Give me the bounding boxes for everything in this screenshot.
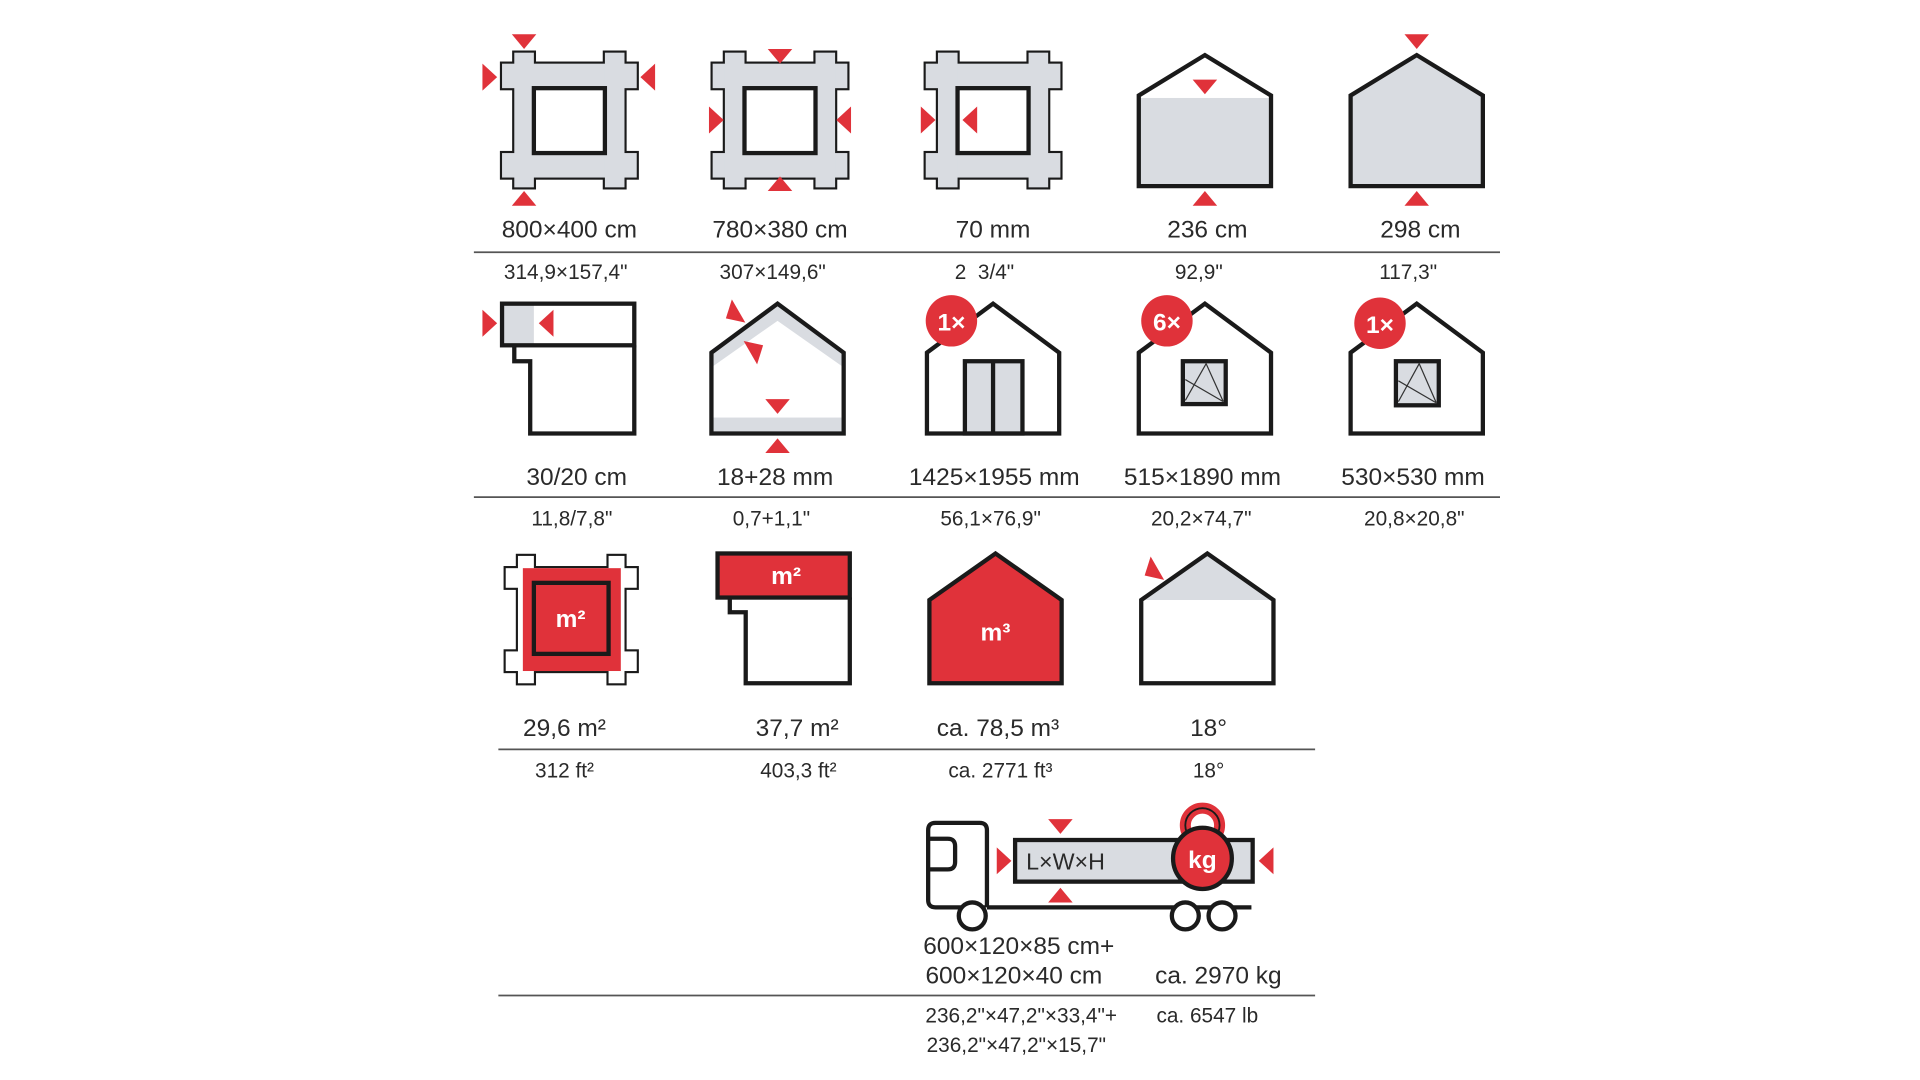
row3-metric: 37,7 m² [756, 715, 839, 742]
weight-unit: kg [1188, 847, 1217, 874]
row2-metric: 515×1890 mm [1124, 464, 1281, 491]
row2-metric: 18+28 mm [717, 464, 833, 491]
row2-metric: 1425×1955 mm [909, 464, 1080, 491]
quantity-badge-text: 6× [1153, 310, 1181, 337]
row2-imperial: 20,2×74,7" [1151, 507, 1251, 530]
package-dims-metric: 600×120×40 cm [925, 962, 1102, 989]
row2-metric: 530×530 mm [1341, 464, 1485, 491]
roof-floor-thickness-icon [709, 299, 846, 454]
wall-height-icon [1136, 52, 1274, 206]
volume-unit: m³ [981, 619, 1011, 646]
row3-imperial: 18° [1193, 760, 1224, 783]
wall-thickness-icon [920, 53, 1061, 188]
row3-imperial: 403,3 ft² [760, 760, 836, 783]
ridge-height-icon [1348, 34, 1485, 206]
quantity-badge [1141, 295, 1193, 347]
row2-imperial: 0,7+1,1" [733, 507, 810, 530]
row2-metric: 30/20 cm [526, 464, 627, 491]
package-dims-metric: 600×120×85 cm+ [923, 933, 1114, 960]
small-window-icon: 1× [1348, 297, 1485, 436]
package-dims-imperial: 236,2"×47,2"×33,4"+ [925, 1004, 1117, 1027]
frame-inner-dimensions-icon [708, 48, 852, 192]
row1-imperial: 117,3" [1379, 261, 1437, 284]
row2-imperial: 56,1×76,9" [940, 507, 1040, 530]
row3-metric: 29,6 m² [523, 715, 606, 742]
quantity-badge [1354, 297, 1406, 349]
area-unit: m² [556, 606, 586, 633]
row3-imperial: 312 ft² [535, 760, 594, 783]
row1-imperial: 92,9" [1175, 261, 1223, 284]
package-label: L×W×H [1026, 848, 1105, 874]
weight-imperial: ca. 6547 lb [1156, 1004, 1258, 1027]
roof-pitch-icon [1137, 550, 1276, 686]
frame-outer-dimensions-icon [482, 34, 656, 206]
row1-imperial: 314,9×157,4" [504, 261, 628, 284]
weight-icon: kg [1170, 802, 1234, 892]
roof-overhang-icon [482, 301, 637, 436]
row1-metric: 236 cm [1167, 217, 1247, 244]
quantity-badge-text: 1× [937, 310, 965, 337]
weight-metric: ca. 2970 kg [1155, 962, 1282, 989]
volume-icon: m³ [927, 550, 1064, 686]
row3-imperial: ca. 2771 ft³ [948, 760, 1052, 783]
row1-metric: 298 cm [1380, 217, 1460, 244]
quantity-badge-text: 1× [1366, 312, 1394, 339]
area-unit: m² [771, 563, 801, 590]
door-icon: 1× [924, 295, 1062, 436]
row2-imperial: 11,8/7,8" [531, 507, 612, 530]
row1-imperial: 2 3/4" [955, 261, 1014, 284]
row1-imperial: 307×149,6" [720, 261, 826, 284]
package-dims-imperial: 236,2"×47,2"×15,7" [927, 1034, 1106, 1057]
truck-shipping-icon: L×W×H kg [926, 802, 1274, 932]
quantity-badge [925, 295, 978, 347]
window-icon: 6× [1136, 295, 1274, 436]
row1-metric: 780×380 cm [712, 217, 847, 244]
row2-imperial: 20,8×20,8" [1364, 507, 1464, 530]
row1-metric: 800×400 cm [502, 217, 637, 244]
floor-area-icon: m² [503, 553, 639, 686]
row1-metric: 70 mm [956, 217, 1031, 244]
roof-area-icon: m² [715, 551, 852, 686]
row3-metric: ca. 78,5 m³ [937, 715, 1059, 742]
row3-metric: 18° [1190, 715, 1227, 742]
